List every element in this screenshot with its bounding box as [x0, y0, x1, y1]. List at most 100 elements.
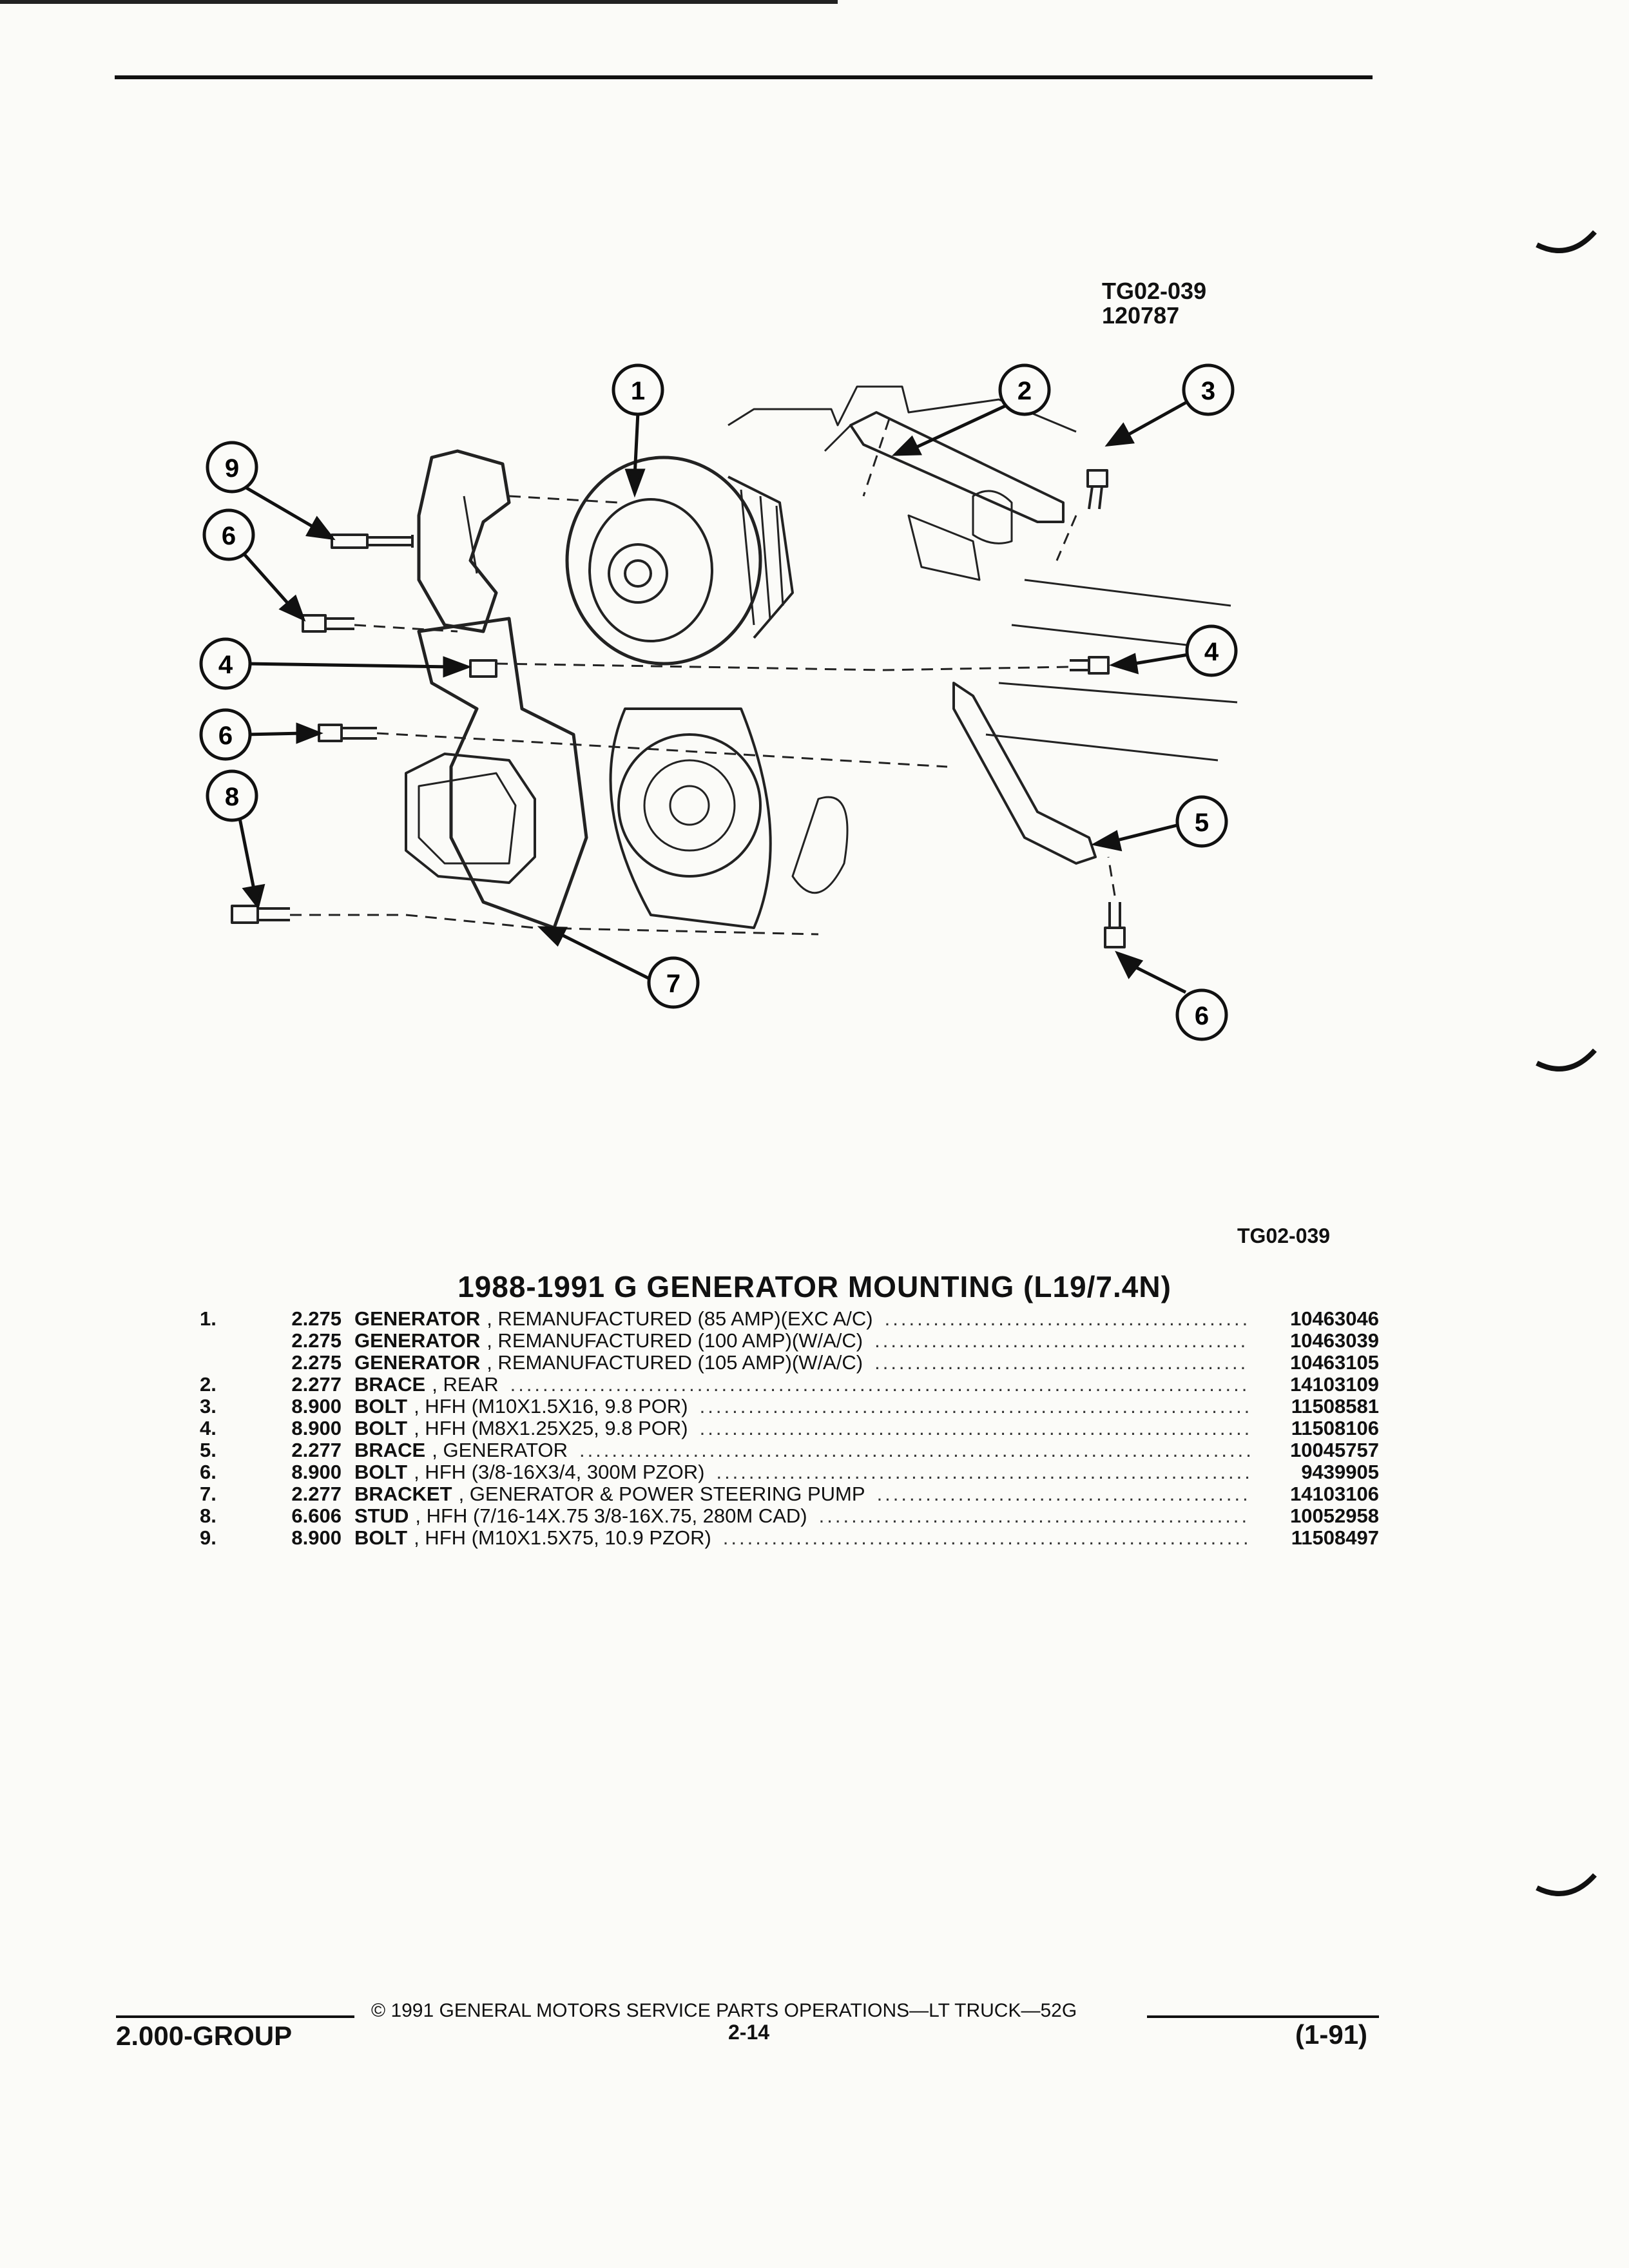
- callout-2: 2: [998, 363, 1051, 416]
- svg-text:9: 9: [225, 454, 239, 483]
- callout-6a: 6: [202, 508, 255, 561]
- part-name: BRACKET: [354, 1483, 452, 1505]
- part-row: 7. 2.277 BRACKET , GENERATOR & POWER STEERI…: [200, 1483, 1379, 1505]
- part-description: , REMANUFACTURED (100 AMP)(W/A/C): [487, 1329, 863, 1352]
- part-index: 4.: [200, 1417, 217, 1439]
- part-group: 2.277: [291, 1483, 342, 1505]
- top-edge-rule: [0, 0, 838, 4]
- part-number: 10463039: [1290, 1329, 1379, 1352]
- svg-text:5: 5: [1195, 809, 1209, 837]
- part-group: 8.900: [291, 1417, 342, 1439]
- svg-text:2: 2: [1017, 377, 1032, 405]
- svg-text:1: 1: [631, 377, 645, 405]
- part-name: BRACE: [354, 1373, 426, 1396]
- part-name: GENERATOR: [354, 1351, 481, 1374]
- svg-text:8: 8: [225, 783, 239, 811]
- part-number: 11508106: [1291, 1417, 1379, 1439]
- part-group: 2.275: [291, 1351, 342, 1374]
- part-name: GENERATOR: [354, 1307, 481, 1330]
- leader-dots: ........................................…: [579, 1439, 1250, 1461]
- callout-6c: 6: [1175, 988, 1228, 1041]
- leader-dots: ........................................…: [699, 1396, 1250, 1418]
- leader-dots: ........................................…: [876, 1483, 1250, 1505]
- part-row: 2.275 GENERATOR , REMANUFACTURED (100 AMP)…: [200, 1330, 1379, 1352]
- part-number: 11508497: [1291, 1526, 1379, 1549]
- figure-code-lower: TG02-039: [1237, 1224, 1331, 1247]
- part-name: STUD: [354, 1504, 409, 1527]
- part-description: , REAR: [432, 1373, 499, 1396]
- part-name: BOLT: [354, 1526, 408, 1549]
- part-index: 7.: [200, 1483, 217, 1505]
- part-name: BOLT: [354, 1395, 408, 1418]
- part-row: 5. 2.277 BRACE , GENERATOR.................…: [200, 1439, 1379, 1461]
- part-description: , HFH (M10X1.5X75, 10.9 PZOR): [414, 1526, 711, 1549]
- part-row: 2. 2.277 BRACE , REAR......................…: [200, 1374, 1379, 1396]
- leader-dots: ........................................…: [722, 1527, 1250, 1549]
- part-description: , HFH (3/8-16X3/4, 300M PZOR): [414, 1461, 705, 1483]
- callout-5: 5: [1175, 795, 1228, 848]
- part-description: , HFH (M8X1.25X25, 9.8 POR): [414, 1417, 688, 1439]
- part-name: BOLT: [354, 1461, 408, 1483]
- part-description: , GENERATOR: [432, 1439, 568, 1461]
- callout-8: 8: [206, 769, 258, 822]
- binder-ring-mark: [1536, 1873, 1597, 1896]
- page-number: 2-14: [728, 2021, 770, 2044]
- part-description: , REMANUFACTURED (85 AMP)(EXC A/C): [487, 1307, 873, 1330]
- part-group: 2.275: [291, 1307, 342, 1330]
- part-row: 4. 8.900 BOLT , HFH (M8X1.25X25, 9.8 POR)..…: [200, 1418, 1379, 1439]
- leader-dots: ........................................…: [510, 1374, 1250, 1396]
- svg-text:7: 7: [666, 970, 680, 998]
- footer-rule-left: [116, 2015, 354, 2018]
- callout-6b: 6: [199, 708, 252, 761]
- leader-dots: ........................................…: [716, 1461, 1250, 1483]
- part-description: , GENERATOR & POWER STEERING PUMP: [458, 1483, 865, 1505]
- part-number: 11508581: [1291, 1395, 1379, 1418]
- part-number: 10463105: [1290, 1351, 1379, 1374]
- footer-rule-right: [1147, 2015, 1379, 2018]
- svg-text:6: 6: [222, 522, 236, 550]
- part-number: 14103109: [1290, 1373, 1379, 1396]
- leader-dots: ........................................…: [818, 1505, 1250, 1527]
- leader-dots: ........................................…: [874, 1330, 1250, 1352]
- part-name: GENERATOR: [354, 1329, 481, 1352]
- part-description: , REMANUFACTURED (105 AMP)(W/A/C): [487, 1351, 863, 1374]
- part-group: 2.277: [291, 1373, 342, 1396]
- svg-text:3: 3: [1201, 377, 1215, 405]
- part-number: 10045757: [1290, 1439, 1379, 1461]
- part-number: 14103106: [1290, 1483, 1379, 1505]
- part-group: 2.277: [291, 1439, 342, 1461]
- callout-3: 3: [1182, 363, 1235, 416]
- part-description: , HFH (M10X1.5X16, 9.8 POR): [414, 1395, 688, 1418]
- binder-ring-mark: [1536, 230, 1597, 253]
- callout-9: 9: [206, 441, 258, 494]
- generator-mounting-diagram: 1 2 3 9 6 4 6 8 4 5 7 6: [199, 363, 1238, 1041]
- part-row: 2.275 GENERATOR , REMANUFACTURED (105 AMP)…: [200, 1352, 1379, 1374]
- part-group: 8.900: [291, 1395, 342, 1418]
- svg-text:4: 4: [1204, 638, 1219, 666]
- copyright-text: © 1991 GENERAL MOTORS SERVICE PARTS OPER…: [371, 2000, 1077, 2021]
- part-index: 2.: [200, 1373, 217, 1396]
- leader-dots: ........................................…: [874, 1352, 1250, 1374]
- callout-1: 1: [612, 363, 664, 416]
- part-number: 9439905: [1301, 1461, 1379, 1483]
- part-index: 5.: [200, 1439, 217, 1461]
- part-name: BOLT: [354, 1417, 408, 1439]
- callout-4a: 4: [199, 637, 252, 690]
- group-label: 2.000-GROUP: [116, 2021, 293, 2051]
- part-group: 8.900: [291, 1526, 342, 1549]
- leader-dots: ........................................…: [699, 1418, 1250, 1439]
- part-name: BRACE: [354, 1439, 426, 1461]
- binder-ring-mark: [1536, 1048, 1597, 1072]
- part-index: 9.: [200, 1526, 217, 1549]
- revision-date: (1-91): [1295, 2019, 1368, 2050]
- part-group: 2.275: [291, 1329, 342, 1352]
- section-title: 1988-1991 G GENERATOR MOUNTING (L19/7.4N…: [458, 1270, 1171, 1303]
- figure-code: TG02-039: [1102, 278, 1207, 304]
- part-group: 6.606: [291, 1504, 342, 1527]
- callout-4b: 4: [1185, 624, 1238, 677]
